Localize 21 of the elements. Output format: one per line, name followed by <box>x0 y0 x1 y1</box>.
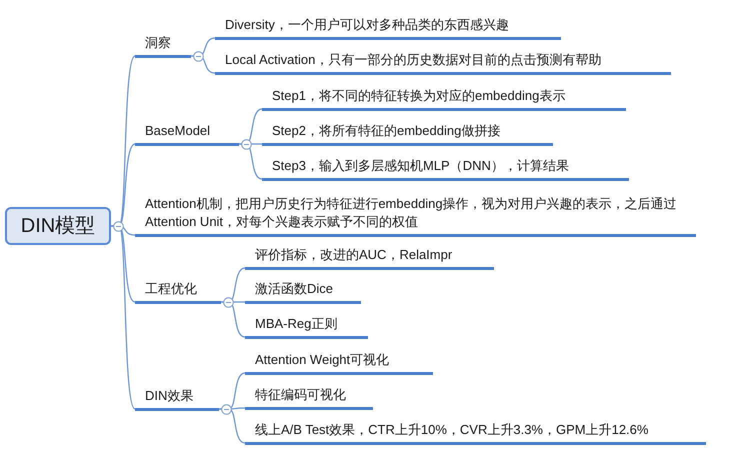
root-topic-box: DIN模型 <box>5 207 111 245</box>
topic-node: 洞察 <box>135 30 191 58</box>
topic-node: Local Activation，只有一部分的历史数据对目前的点击预测有帮助 <box>215 47 671 75</box>
topic-node: Attention机制，把用户历史行为特征进行embedding操作，视为对用户兴趣的表示，之后通过Attention Unit，对每个兴趣表示赋予不同的权值 <box>135 186 696 237</box>
branch-connector <box>239 143 262 180</box>
topic-node: MBA-Reg正则 <box>245 312 368 339</box>
topic-node: DIN效果 <box>135 382 219 411</box>
topic-node: 特征编码可视化 <box>245 382 373 410</box>
topic-node: Step3，输入到多层感知机MLP（DNN），计算结果 <box>262 152 629 181</box>
branch-connector <box>219 408 246 444</box>
topic-node: BaseModel <box>135 117 239 146</box>
topic-node: Attention Weight可视化 <box>245 347 433 375</box>
topic-node: 评价指标，改进的AUC，RelaImpr <box>245 242 494 270</box>
topic-node: Step1，将不同的特征转换为对应的embedding表示 <box>262 82 626 111</box>
topic-node: Step2，将所有特征的embedding做拼接 <box>262 117 553 146</box>
topic-node: Diversity，一个用户可以对多种品类的东西感兴趣 <box>215 12 561 40</box>
topic-node: 线上A/B Test效果，CTR上升10%，CVR上升3.3%，GPM上升12.6% <box>245 417 706 445</box>
topic-node: 工程优化 <box>135 275 221 304</box>
branch-connector <box>221 301 246 338</box>
topic-node: 激活函数Dice <box>245 277 361 304</box>
branch-connector <box>111 225 136 410</box>
